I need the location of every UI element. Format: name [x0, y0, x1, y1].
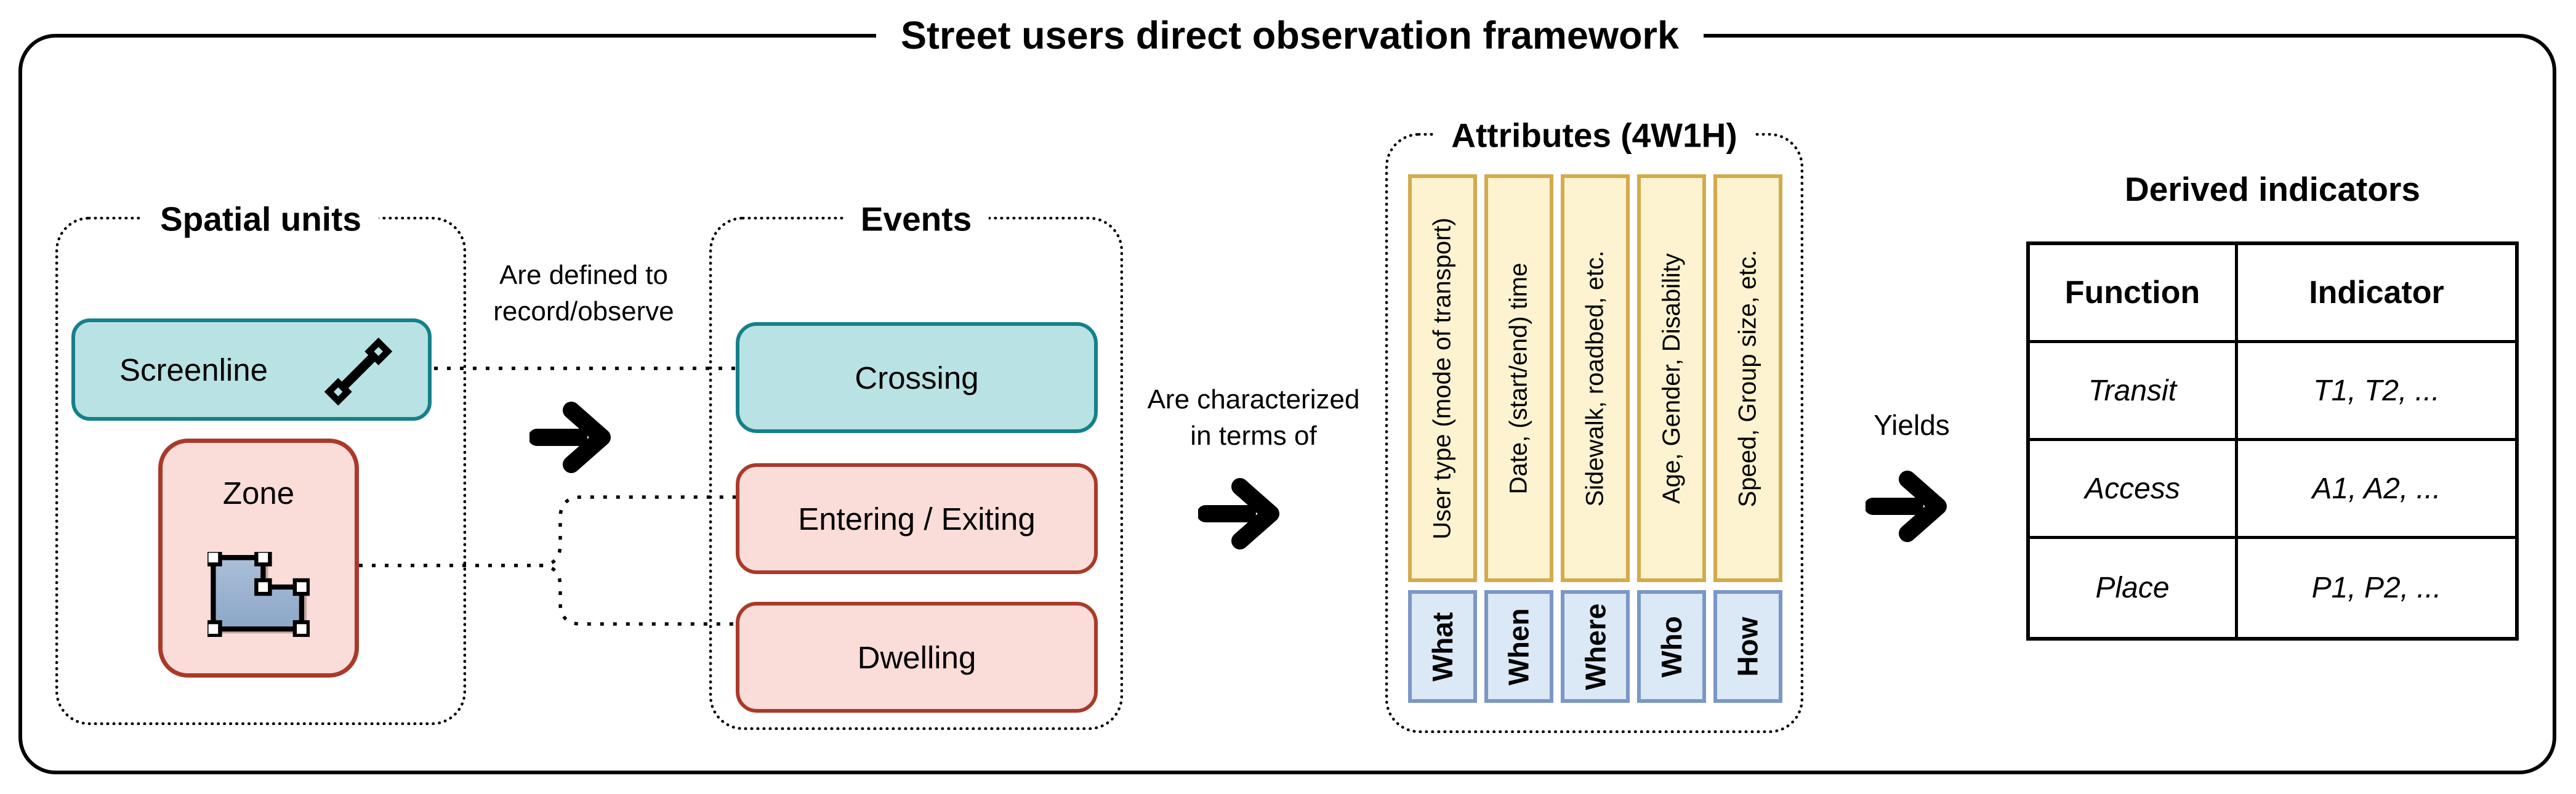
attributes-title: Attributes (4W1H) — [1434, 115, 1755, 155]
screenline-box: Screenline — [71, 318, 432, 421]
attribute-question-when: When — [1484, 590, 1553, 703]
attribute-question-where-label: Where — [1579, 603, 1611, 690]
link-events-attributes-label-line1: Are characterized — [1147, 384, 1360, 415]
zone-box: Zone — [158, 439, 359, 678]
attribute-question-how: How — [1713, 590, 1782, 703]
link-spatial-events-label-line2: record/observe — [493, 296, 674, 326]
attribute-who-values-label: Age, Gender, Disability — [1657, 253, 1685, 504]
attribute-question-when-label: When — [1503, 607, 1536, 686]
screenline-segment-icon — [324, 337, 393, 406]
attribute-question-who: Who — [1637, 590, 1706, 703]
attribute-question-how-label: How — [1731, 616, 1764, 677]
attribute-question-what: What — [1408, 590, 1477, 703]
derived-indicators-title: Derived indicators — [2125, 170, 2420, 208]
attribute-when-values: Date, (start/end) time — [1484, 174, 1553, 582]
event-crossing-label: Crossing — [855, 360, 979, 395]
zone-label: Zone — [222, 476, 295, 511]
spatial-units-title: Spatial units — [143, 199, 379, 239]
table-cell-indicator-access: A1, A2, ... — [2238, 441, 2515, 539]
table-cell-indicator-transit: T1, T2, ... — [2238, 343, 2515, 441]
attribute-question-what-label: What — [1427, 612, 1459, 681]
event-entering-exiting-label: Entering / Exiting — [798, 501, 1036, 537]
arrow-right-icon — [1198, 478, 1279, 549]
link-attributes-indicators-label: Yields — [1874, 409, 1950, 441]
link-events-attributes-label-line2: in terms of — [1190, 420, 1317, 451]
attribute-how-values: Speed, Group size, etc. — [1713, 174, 1782, 582]
table-cell-function-transit: Transit — [2030, 343, 2238, 441]
table-cell-function-place: Place — [2030, 539, 2238, 637]
attribute-how-values-label: Speed, Group size, etc. — [1734, 249, 1761, 508]
attribute-where-values: Sidewalk, roadbed, etc. — [1561, 174, 1630, 582]
attribute-what-values: User type (mode of transport) — [1408, 174, 1477, 582]
table-header-function: Function — [2030, 245, 2238, 343]
attribute-who-values: Age, Gender, Disability — [1637, 174, 1706, 582]
attribute-what-values-label: User type (mode of transport) — [1428, 217, 1456, 540]
link-spatial-events-label-line1: Are defined to — [499, 260, 668, 290]
diagram-title: Street users direct observation framewor… — [876, 14, 1704, 58]
link-spatial-events-label: Are defined to record/observe — [493, 257, 674, 330]
event-dwelling: Dwelling — [736, 602, 1098, 713]
zone-polygon-icon — [207, 552, 310, 637]
table-header-indicator: Indicator — [2238, 245, 2515, 343]
event-dwelling-label: Dwelling — [857, 639, 976, 675]
derived-indicators-table: Function Indicator Transit T1, T2, ... A… — [2026, 241, 2519, 641]
table-cell-function-access: Access — [2030, 441, 2238, 539]
link-events-attributes-label: Are characterized in terms of — [1148, 382, 1360, 454]
screenline-label: Screenline — [119, 352, 268, 387]
attributes-section: Attributes (4W1H) — [1385, 115, 1803, 733]
attribute-question-where: Where — [1561, 590, 1630, 703]
table-cell-indicator-place: P1, P2, ... — [2311, 572, 2442, 604]
spatial-units-section: Spatial units — [55, 199, 466, 725]
event-crossing: Crossing — [736, 322, 1098, 433]
attribute-where-values-label: Sidewalk, roadbed, etc. — [1581, 250, 1609, 506]
arrow-right-icon — [529, 402, 611, 473]
arrow-right-icon — [1866, 471, 1947, 542]
attribute-when-values-label: Date, (start/end) time — [1505, 262, 1532, 494]
events-section: Events — [709, 199, 1123, 730]
attribute-question-who-label: Who — [1656, 615, 1688, 678]
events-title: Events — [843, 199, 989, 239]
event-entering-exiting: Entering / Exiting — [736, 463, 1098, 574]
